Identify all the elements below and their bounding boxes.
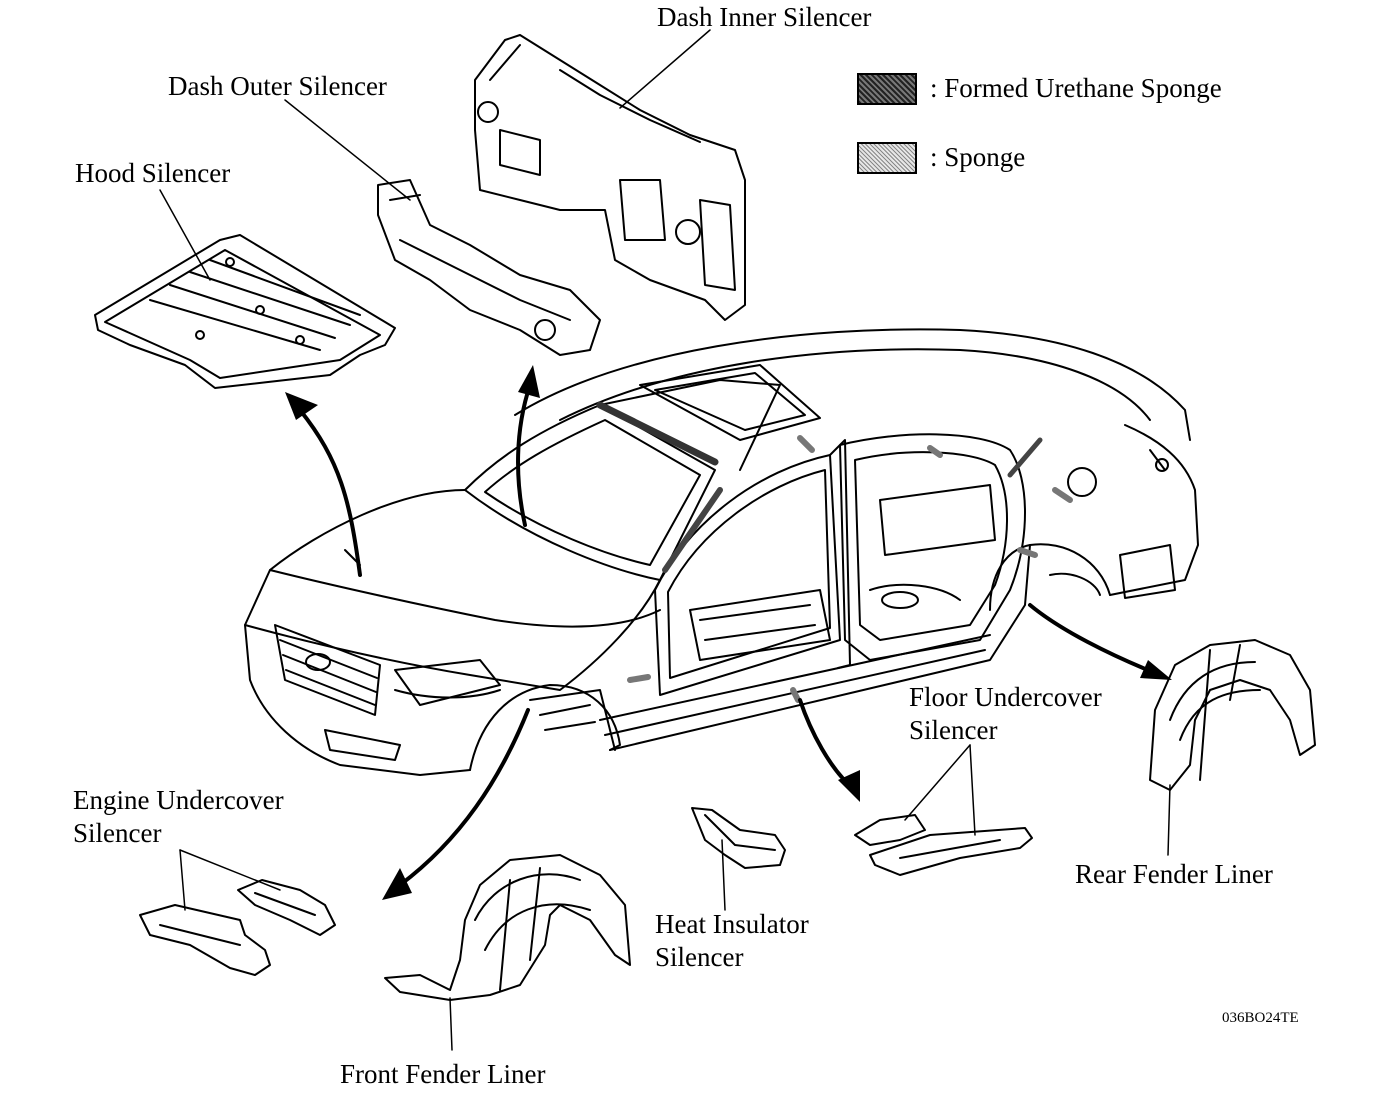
label-dash-inner-silencer: Dash Inner Silencer — [657, 2, 872, 32]
rear-fender-liner-part — [1149, 639, 1316, 791]
leader-lines — [159, 29, 1171, 1051]
label-floor-undercover-line2: Silencer — [909, 715, 998, 745]
car-body — [244, 328, 1199, 776]
heat-insulator-silencer-part — [691, 807, 786, 869]
label-heat-insulator-line2: Silencer — [655, 942, 744, 972]
dash-outer-silencer-part — [377, 179, 601, 356]
dash-inner-silencer-part — [474, 34, 746, 321]
label-dash-outer-silencer: Dash Outer Silencer — [168, 71, 387, 101]
label-engine-undercover-line1: Engine Undercover — [73, 785, 284, 815]
label-engine-undercover-line2: Silencer — [73, 818, 162, 848]
figure-code: 036BO24TE — [1222, 1010, 1299, 1026]
hood-silencer-part — [94, 234, 396, 389]
floor-undercover-silencer-part — [854, 814, 1033, 876]
legend-label-sponge: : Sponge — [930, 142, 1026, 172]
label-rear-fender-liner: Rear Fender Liner — [1075, 859, 1273, 889]
label-floor-undercover-line1: Floor Undercover — [909, 682, 1102, 712]
legend-swatch-formed-urethane — [857, 73, 917, 105]
arrows — [298, 383, 1162, 887]
legend-label-formed-urethane: : Formed Urethane Sponge — [930, 73, 1222, 103]
front-fender-liner-part — [384, 854, 631, 1001]
engine-undercover-silencer-part — [139, 879, 336, 976]
label-heat-insulator-line1: Heat Insulator — [655, 909, 809, 939]
legend-swatch-sponge — [857, 142, 917, 174]
label-front-fender-liner: Front Fender Liner — [340, 1059, 546, 1089]
arrowheads — [285, 365, 1172, 900]
label-hood-silencer: Hood Silencer — [75, 158, 231, 188]
